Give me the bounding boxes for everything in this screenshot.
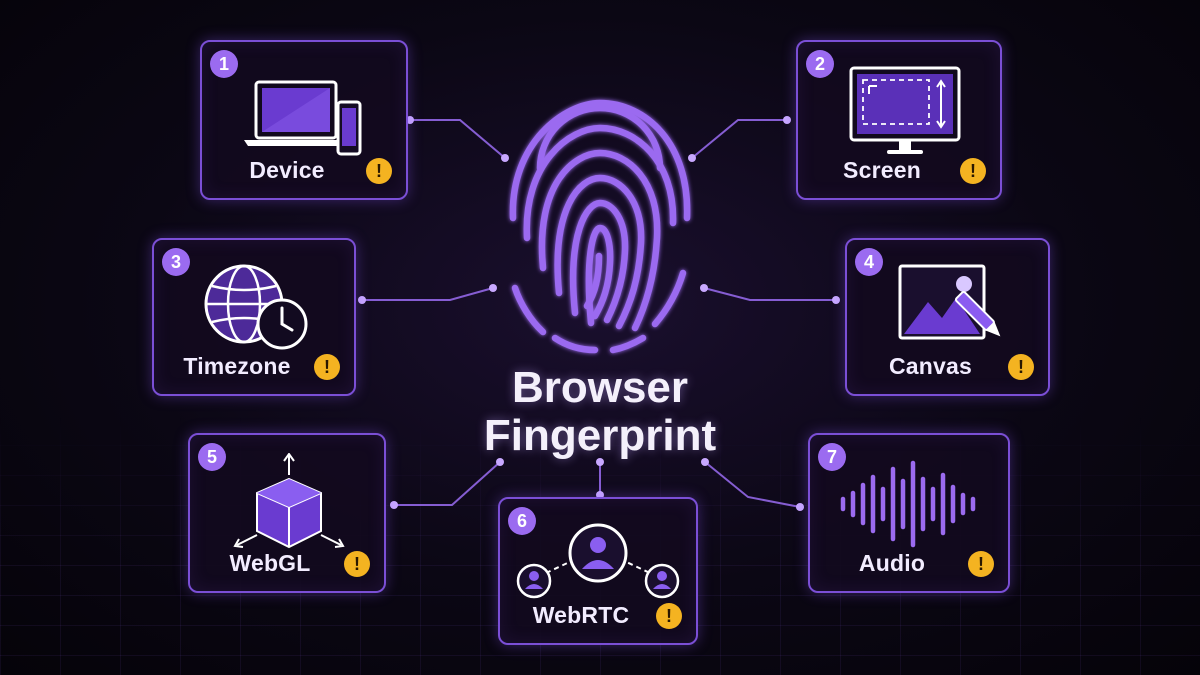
- connector-device: [410, 119, 506, 159]
- node-label: Canvas: [888, 353, 973, 379]
- connector-dot: [688, 154, 696, 162]
- warning-icon[interactable]: !: [314, 354, 340, 380]
- node-number-badge: 5: [198, 443, 226, 471]
- connector-audio: [704, 461, 801, 508]
- fingerprint-icon: [509, 99, 691, 354]
- node-label: WebGL: [229, 550, 311, 576]
- node-label: Timezone: [183, 353, 291, 379]
- connector-dot: [796, 503, 804, 511]
- connector-webgl: [394, 461, 501, 506]
- connector-dot: [596, 458, 604, 466]
- node-number-badge: 4: [855, 248, 883, 276]
- canvas-icon: [898, 264, 1000, 340]
- warning-icon[interactable]: !: [1008, 354, 1034, 380]
- connector-canvas: [703, 287, 836, 301]
- warning-icon[interactable]: !: [960, 158, 986, 184]
- connector-timezone: [362, 287, 494, 301]
- globe-clock-icon: [204, 264, 308, 350]
- warning-icon[interactable]: !: [656, 603, 682, 629]
- node-webgl[interactable]: 5 WebGL !: [188, 433, 386, 593]
- cube-icon: [233, 453, 345, 549]
- connector-dot: [496, 458, 504, 466]
- node-number-badge: 1: [210, 50, 238, 78]
- node-number-badge: 2: [806, 50, 834, 78]
- node-label: WebRTC: [532, 602, 630, 628]
- node-timezone[interactable]: 3 Timezone !: [152, 238, 356, 396]
- connector-dot: [406, 116, 414, 124]
- connector-dot: [700, 284, 708, 292]
- waveform-icon: [840, 460, 976, 548]
- warning-icon[interactable]: !: [344, 551, 370, 577]
- node-label: Device: [249, 157, 325, 183]
- network-users-icon: [516, 523, 680, 599]
- connector-dot: [783, 116, 791, 124]
- node-label: Audio: [858, 550, 926, 576]
- node-number-badge: 6: [508, 507, 536, 535]
- diagram-title-line2: Fingerprint: [483, 411, 717, 460]
- connector-dot: [832, 296, 840, 304]
- node-label: Screen: [843, 157, 921, 183]
- connector-dot: [701, 458, 709, 466]
- node-audio[interactable]: 7 Audio !: [808, 433, 1010, 593]
- device-icon: [244, 80, 362, 156]
- diagram-title-line1: Browser: [511, 363, 689, 412]
- warning-icon[interactable]: !: [968, 551, 994, 577]
- connector-dot: [390, 501, 398, 509]
- connector-dot: [358, 296, 366, 304]
- node-canvas[interactable]: 4 Canvas !: [845, 238, 1050, 396]
- connector-screen: [691, 119, 787, 159]
- connector-dot: [501, 154, 509, 162]
- node-number-badge: 7: [818, 443, 846, 471]
- node-number-badge: 3: [162, 248, 190, 276]
- node-device[interactable]: 1 Device !: [200, 40, 408, 200]
- warning-icon[interactable]: !: [366, 158, 392, 184]
- node-screen[interactable]: 2 Screen !: [796, 40, 1002, 200]
- node-webrtc[interactable]: 6 WebRTC !: [498, 497, 698, 645]
- connector-dot: [489, 284, 497, 292]
- screen-icon: [849, 66, 961, 154]
